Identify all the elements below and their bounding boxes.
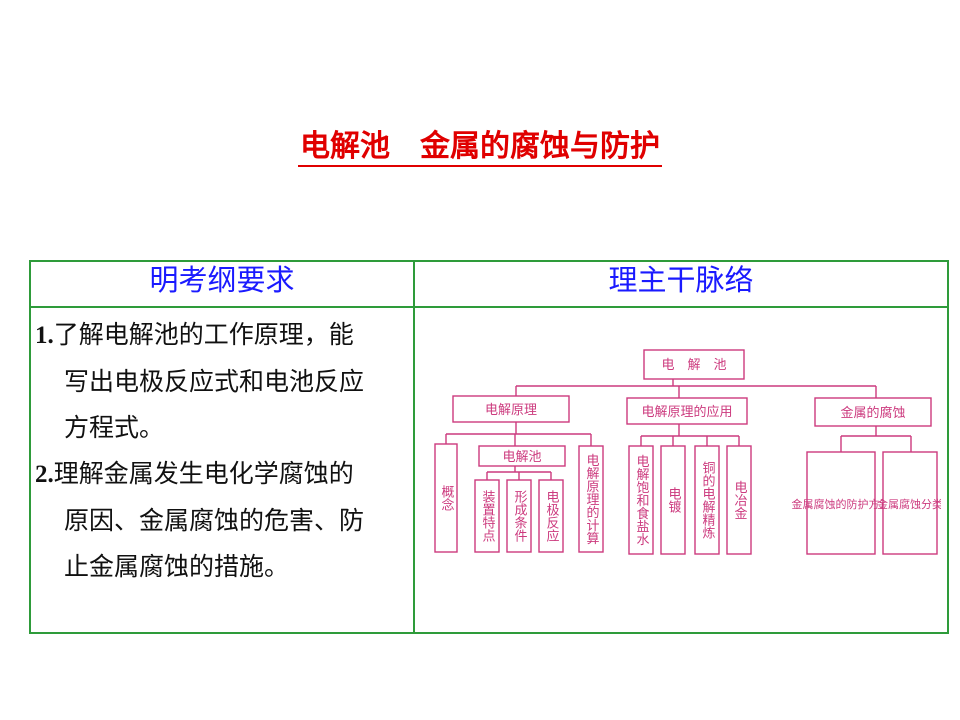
requirement-1-line-1: 1.了解电解池的工作原理，能 — [35, 320, 354, 349]
requirement-2-line-3: 止金属腐蚀的措施。 — [64, 552, 290, 581]
page-title-text: 电解池 金属的腐蚀与防护 — [298, 129, 662, 167]
principle-connector — [445, 422, 592, 446]
node-electrometallurgy — [726, 445, 752, 555]
node-electrode-reaction-label: 电极反应 — [544, 490, 560, 542]
header-divider — [31, 306, 947, 308]
content-table: 明考纲要求 理主干脉络 1.了解电解池的工作原理，能 写出电极反应式和电池反应 … — [29, 260, 949, 634]
node-corrosion-types-label: 金属腐蚀分类 — [877, 497, 941, 511]
node-concept — [434, 443, 458, 553]
root-node — [643, 349, 745, 380]
node-corrosion-protection-label: 金属腐蚀的防护方法 — [792, 497, 891, 511]
node-calculation — [578, 445, 604, 553]
node-device-features — [474, 479, 500, 553]
branch-application-node — [626, 397, 748, 425]
requirement-2-line-2: 原因、金属腐蚀的危害、防 — [64, 506, 365, 535]
node-electrode-reaction — [538, 479, 564, 553]
node-copper-refining-label: 铜的电解精炼 — [700, 461, 716, 539]
branch-corrosion-label: 金属的腐蚀 — [840, 405, 905, 421]
node-concept-label: 概念 — [439, 485, 455, 511]
corrosion-connector — [840, 426, 912, 452]
concept-map: 电 解 池 电解原理 电解原理的应用 金属的腐蚀 概念 电解池 电解原理的计算 … — [434, 349, 941, 555]
node-electroplating — [660, 445, 686, 555]
node-electrometallurgy-label: 电冶金 — [732, 481, 748, 520]
node-brine-electrolysis-label: 电解饱和食盐水 — [634, 455, 650, 546]
branch-principle-label: 电解原理 — [485, 403, 537, 418]
requirement-1-line-2: 写出电极反应式和电池反应 — [64, 367, 365, 396]
right-column-header: 理主干脉络 — [608, 263, 754, 297]
requirement-2-line-1: 2.理解金属发生电化学腐蚀的 — [35, 459, 354, 488]
node-cell-label: 电解池 — [502, 450, 541, 465]
cell-connector — [486, 466, 552, 480]
node-calculation-label: 电解原理的计算 — [584, 454, 600, 545]
branch-application-label: 电解原理的应用 — [641, 404, 732, 420]
node-formation-conditions — [506, 479, 532, 553]
node-electroplating-label: 电镀 — [666, 487, 682, 513]
requirement-1-line-3: 方程式。 — [64, 413, 165, 442]
requirement-1-number: 1. — [35, 322, 54, 349]
page-title: 电解池 金属的腐蚀与防护 — [0, 127, 960, 167]
branch-corrosion-node — [814, 397, 932, 427]
branch-principle-node — [452, 395, 570, 423]
root-connector — [515, 379, 877, 398]
node-brine-electrolysis — [628, 445, 654, 555]
root-node-label: 电 解 池 — [661, 358, 726, 373]
node-copper-refining — [694, 445, 720, 555]
node-device-features-label: 装置特点 — [480, 490, 496, 542]
concept-map-connectors — [445, 379, 912, 480]
node-corrosion-types — [882, 451, 938, 555]
node-corrosion-protection — [806, 451, 876, 555]
requirements-list: 1.了解电解池的工作原理，能 写出电极反应式和电池反应 方程式。 2.理解金属发… — [35, 312, 411, 590]
application-connector — [640, 424, 740, 446]
node-formation-conditions-label: 形成条件 — [512, 490, 528, 542]
left-column-header: 明考纲要求 — [149, 263, 295, 297]
requirement-2-number: 2. — [35, 461, 54, 488]
node-cell — [478, 445, 566, 467]
column-divider — [413, 262, 415, 632]
